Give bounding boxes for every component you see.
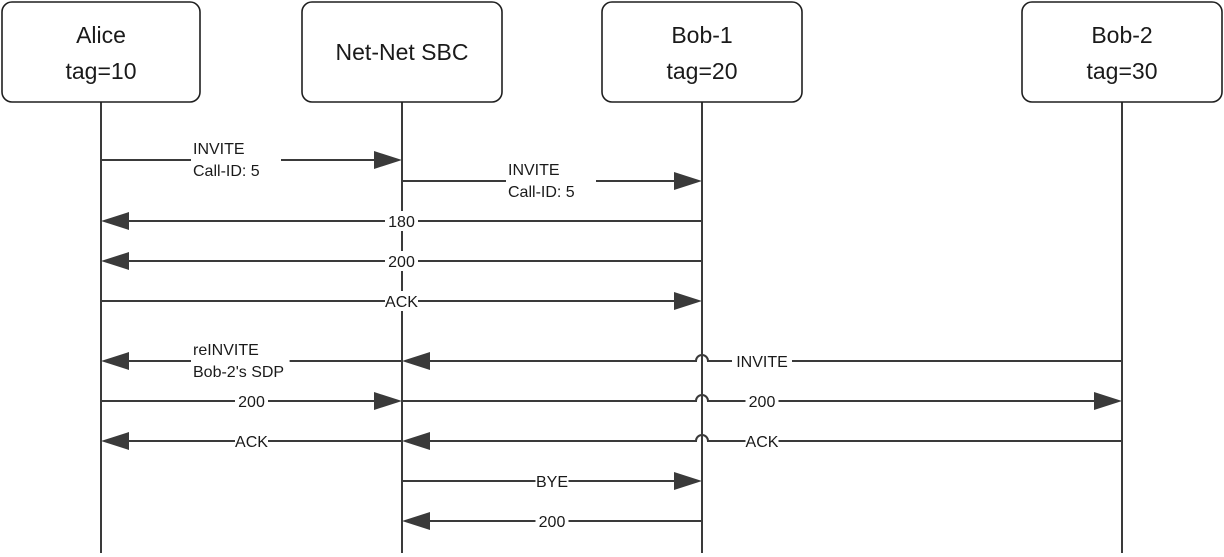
label-background: [745, 391, 779, 411]
participant-label-bob2: tag=30: [1087, 58, 1158, 84]
participant-box-alice: [1, 1, 201, 103]
arrow-head: [101, 352, 129, 370]
participant-label-bob1: Bob-1: [671, 22, 732, 48]
participant-box-bob1: [601, 1, 803, 103]
participant-label-alice: tag=10: [66, 58, 137, 84]
arrow-head: [674, 472, 702, 490]
message-200-alice-sbc: 200: [101, 391, 402, 411]
message-invite-alice-sbc: INVITE Call-ID: 5: [101, 141, 402, 180]
participant-label-alice: Alice: [76, 22, 126, 48]
label-background: [506, 171, 596, 191]
message-ack-alice-bob1: ACK: [101, 291, 702, 311]
arrow-head: [402, 352, 430, 370]
message-line: [430, 354, 1122, 362]
participant-box-sbc: [301, 1, 503, 103]
message-label: 200: [238, 394, 265, 411]
arrow-head: [374, 392, 402, 410]
message-200-sbc-bob2: 200: [402, 391, 1122, 411]
message-180-bob1-alice: 180: [101, 211, 702, 231]
message-200-bob1-sbc: 200: [402, 511, 702, 531]
message-label: ACK: [746, 434, 779, 451]
message-line: [402, 394, 1094, 402]
arrow-head: [402, 432, 430, 450]
lifelines: [100, 102, 1123, 553]
participant-box-bob2: [1021, 1, 1223, 103]
message-label: ACK: [235, 434, 268, 451]
label-background: [385, 291, 418, 311]
label-background: [385, 211, 418, 231]
message-label: Call-ID: 5: [193, 163, 260, 180]
arrow-head: [101, 212, 129, 230]
message-reinvite-sbc-alice: reINVITE Bob-2's SDP: [101, 342, 402, 381]
message-label: INVITE: [193, 141, 245, 158]
message-200-bob1-alice: 200: [101, 251, 702, 271]
arrow-head: [674, 172, 702, 190]
label-background: [235, 391, 268, 411]
message-ack-sbc-alice: ACK: [101, 431, 402, 451]
arrow-head: [101, 252, 129, 270]
arrow-head: [402, 512, 430, 530]
label-background: [191, 150, 281, 170]
message-invite-bob2-sbc: INVITE: [402, 351, 1122, 371]
participant-boxes: Alice tag=10 Net-Net SBC Bob-1 tag=20 Bob-2 ta…: [1, 1, 1223, 103]
message-label: 200: [388, 254, 415, 271]
message-line: [430, 434, 1122, 442]
participant-label-sbc: Net-Net SBC: [336, 39, 469, 65]
label-background: [235, 431, 268, 451]
arrow-head: [374, 151, 402, 169]
label-background: [385, 251, 418, 271]
message-label: 200: [539, 514, 566, 531]
message-label: INVITE: [736, 354, 788, 371]
label-background: [732, 351, 792, 371]
message-label: Call-ID: 5: [508, 184, 575, 201]
message-label: INVITE: [508, 162, 560, 179]
label-background: [535, 511, 569, 531]
arrow-head: [1094, 392, 1122, 410]
label-background: [745, 431, 779, 451]
message-label: reINVITE: [193, 342, 259, 359]
label-background: [191, 351, 290, 371]
arrow-head: [101, 432, 129, 450]
participant-label-bob2: Bob-2: [1091, 22, 1152, 48]
message-label: ACK: [385, 294, 418, 311]
participant-label-bob1: tag=20: [667, 58, 738, 84]
message-label: 200: [749, 394, 776, 411]
message-label: BYE: [536, 474, 568, 491]
label-background: [535, 471, 569, 491]
message-label: 180: [388, 214, 415, 231]
message-invite-sbc-bob1: INVITE Call-ID: 5: [402, 162, 702, 201]
message-ack-bob2-sbc: ACK: [402, 431, 1122, 451]
message-bye-sbc-bob1: BYE: [402, 471, 702, 491]
arrow-head: [674, 292, 702, 310]
message-label: Bob-2's SDP: [193, 364, 284, 381]
